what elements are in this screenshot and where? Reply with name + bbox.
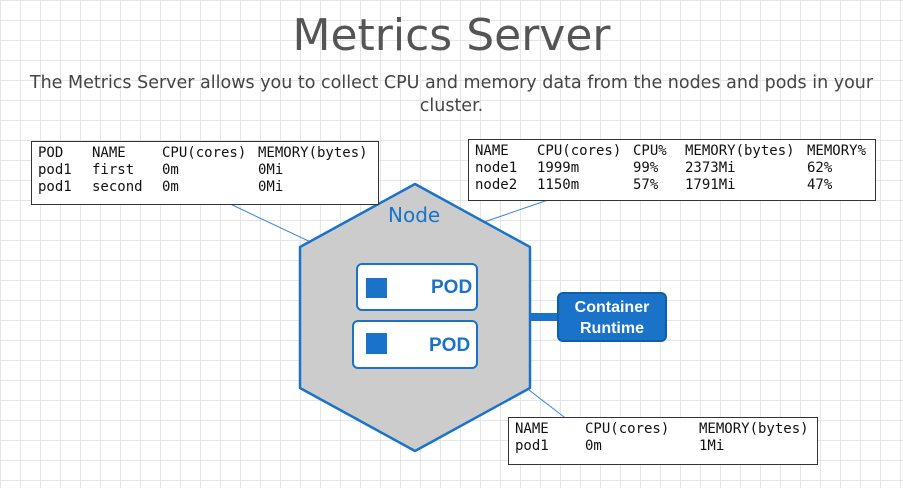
table-header-row: NAME CPU(cores) CPU% MEMORY(bytes) MEMOR… [475, 143, 866, 160]
table-cell: node1 [475, 160, 518, 176]
node-metrics-terminal: NAME CPU(cores) CPU% MEMORY(bytes) MEMOR… [468, 139, 876, 201]
table-cell: 99% [633, 160, 659, 176]
runtime-line-2: Runtime [580, 320, 644, 337]
pod-box-1 [356, 263, 478, 311]
table-header-row: POD NAME CPU(cores) MEMORY(bytes) [38, 145, 368, 162]
node-metrics-table: NAME CPU(cores) CPU% MEMORY(bytes) MEMOR… [475, 143, 866, 194]
container-metrics-table: NAME CPU(cores) MEMORY(bytes) pod1 0m 1M… [515, 421, 809, 455]
table-row: node1 1999m 99% 2373Mi 62% [475, 160, 866, 177]
table-header-cell: POD [38, 145, 64, 161]
table-cell: pod1 [38, 179, 72, 195]
table-header-cell: CPU(cores) [162, 145, 247, 161]
table-header-cell: MEMORY(bytes) [258, 145, 368, 161]
container-runtime-box: Container Runtime [557, 292, 667, 342]
table-cell: 57% [633, 177, 659, 193]
page-subtitle: The Metrics Server allows you to collect… [29, 73, 874, 116]
pod-box-2 [352, 320, 478, 369]
table-header-row: NAME CPU(cores) MEMORY(bytes) [515, 421, 809, 438]
table-cell: 47% [807, 177, 833, 193]
table-cell: 1791Mi [685, 177, 736, 193]
runtime-line-1: Container [574, 299, 650, 316]
pod-label-2: POD [429, 335, 471, 356]
table-cell: first [92, 162, 135, 178]
table-cell: 0m [585, 438, 602, 454]
table-row: pod1 first 0m 0Mi [38, 162, 368, 179]
pod-metrics-terminal: POD NAME CPU(cores) MEMORY(bytes) pod1 f… [31, 141, 379, 205]
container-metrics-terminal: NAME CPU(cores) MEMORY(bytes) pod1 0m 1M… [508, 417, 818, 465]
table-cell: 0Mi [258, 179, 284, 195]
table-header-cell: MEMORY(bytes) [685, 143, 795, 159]
page-title: Metrics Server [292, 10, 611, 61]
runtime-connector [530, 313, 558, 321]
table-header-cell: CPU(cores) [585, 421, 670, 437]
pod-square-icon-2 [366, 333, 387, 354]
table-cell: 1Mi [699, 438, 725, 454]
table-cell: 1150m [537, 177, 580, 193]
table-header-cell: CPU% [633, 143, 667, 159]
table-row: pod1 0m 1Mi [515, 438, 809, 455]
table-cell: pod1 [515, 438, 549, 454]
node-hexagon [298, 182, 532, 453]
table-cell: node2 [475, 177, 518, 193]
table-header-cell: MEMORY% [807, 143, 867, 159]
table-header-cell: NAME [475, 143, 509, 159]
table-cell: 62% [807, 160, 833, 176]
table-cell: second [92, 179, 143, 195]
table-row: node2 1150m 57% 1791Mi 47% [475, 177, 866, 194]
table-header-cell: MEMORY(bytes) [699, 421, 809, 437]
table-cell: 0Mi [258, 162, 284, 178]
node-label: Node [388, 203, 441, 227]
table-header-cell: NAME [92, 145, 126, 161]
table-cell: 0m [162, 179, 179, 195]
table-cell: 0m [162, 162, 179, 178]
table-row: pod1 second 0m 0Mi [38, 179, 368, 196]
table-cell: 1999m [537, 160, 580, 176]
pod-metrics-table: POD NAME CPU(cores) MEMORY(bytes) pod1 f… [38, 145, 368, 196]
pod-label-1: POD [431, 277, 473, 298]
table-cell: pod1 [38, 162, 72, 178]
table-header-cell: CPU(cores) [537, 143, 622, 159]
table-header-cell: NAME [515, 421, 549, 437]
pod-square-icon-1 [366, 278, 387, 298]
table-cell: 2373Mi [685, 160, 736, 176]
